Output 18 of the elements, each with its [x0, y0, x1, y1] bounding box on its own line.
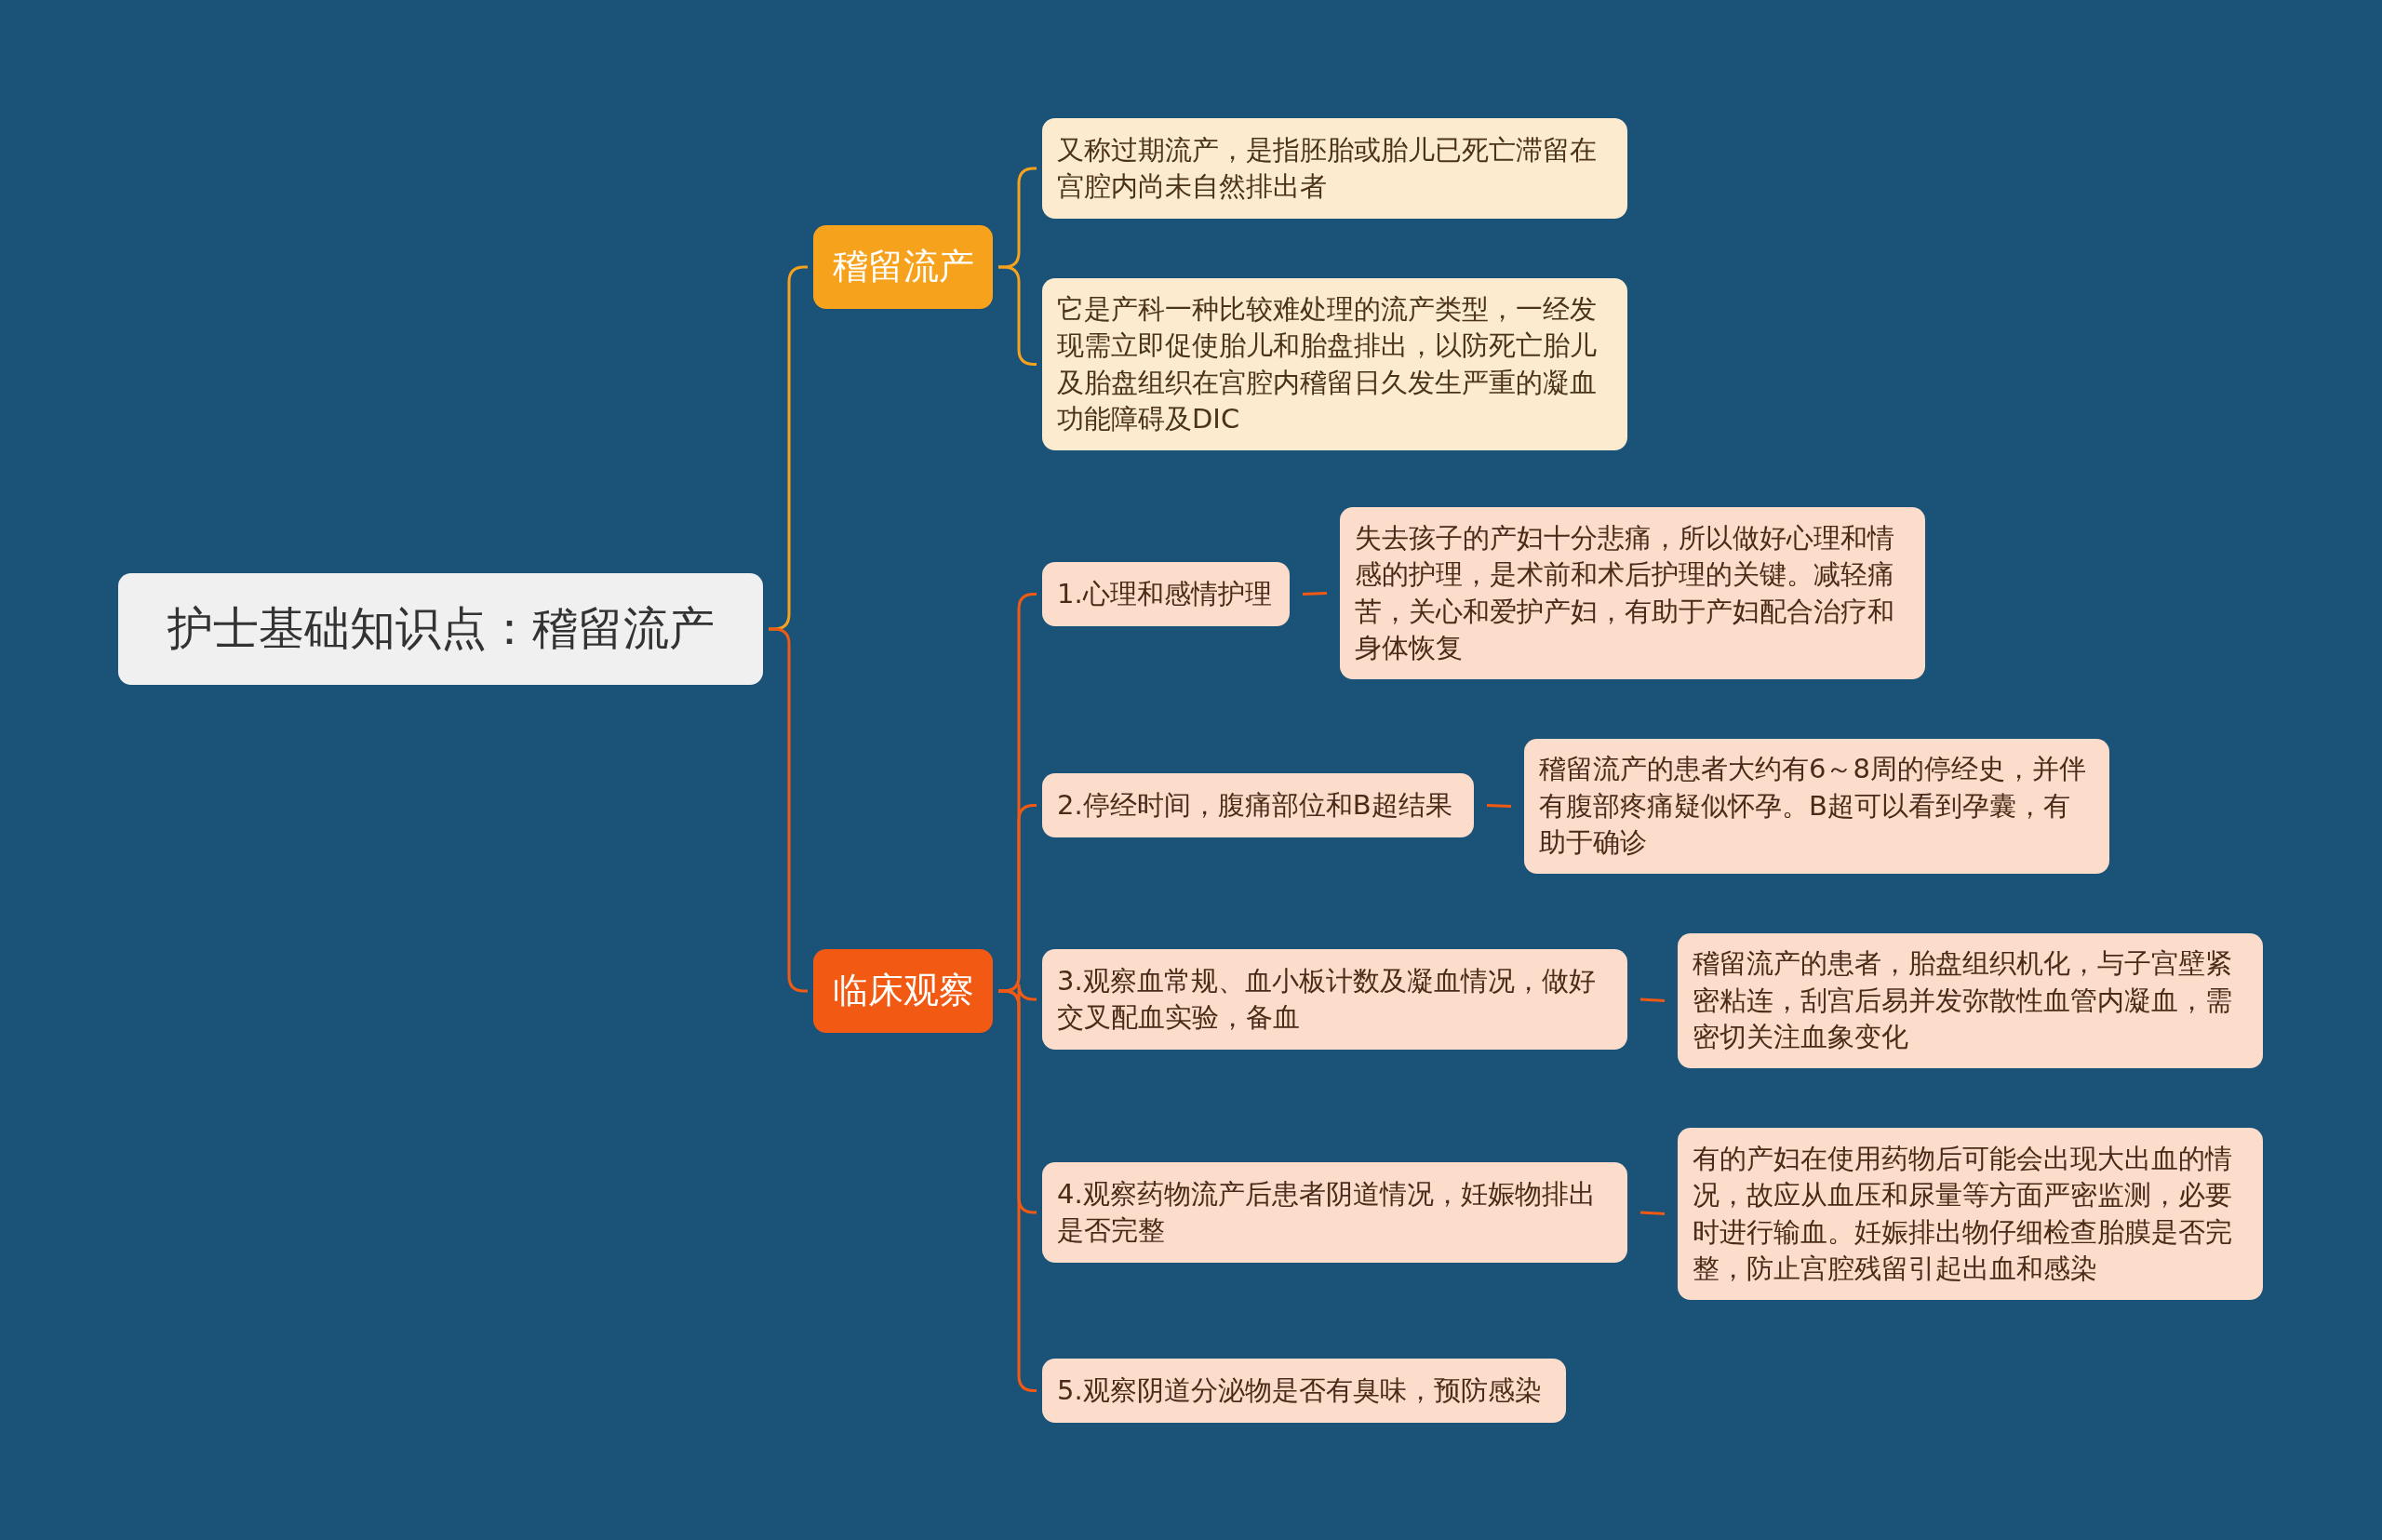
branch-topic-box: 稽留流产 — [813, 225, 993, 309]
connector-line — [1302, 592, 1328, 596]
text-box: 稽留流产的患者大约有6～8周的停经史，并伴有腹部疼痛疑似怀孕。B超可以看到孕囊，有助于确诊 — [1524, 739, 2109, 874]
connector-line — [1486, 804, 1512, 808]
root-topic-box: 护士基础知识点：稽留流产 — [118, 573, 763, 685]
text-box: 2.停经时间，腹痛部位和B超结果 — [1042, 773, 1474, 837]
branch-topic-box: 临床观察 — [813, 949, 993, 1033]
text-box: 5.观察阴道分泌物是否有臭味，预防感染 — [1042, 1359, 1566, 1423]
text-box: 有的产妇在使用药物后可能会出现大出血的情况，故应从血压和尿量等方面严密监测，必要时进行输血。妊娠排出物仔细检查胎膜是否完整，防止宫腔残留引起出血和感染 — [1678, 1128, 2263, 1300]
text-box: 4.观察药物流产后患者阴道情况，妊娠物排出是否完整 — [1042, 1162, 1627, 1263]
connector-line — [1639, 998, 1666, 1002]
text-box: 3.观察血常规、血小板计数及凝血情况，做好交叉配血实验，备血 — [1042, 949, 1627, 1050]
connector-line — [1639, 1211, 1666, 1215]
text-box: 1.心理和感情护理 — [1042, 562, 1290, 626]
text-box: 失去孩子的产妇十分悲痛，所以做好心理和情感的护理，是术前和术后护理的关键。减轻痛苦，关心和爱护产妇，有助于产妇配合治疗和身体恢复 — [1340, 507, 1925, 679]
text-box: 又称过期流产，是指胚胎或胎儿已死亡滞留在宫腔内尚未自然排出者 — [1042, 118, 1627, 219]
text-box: 它是产科一种比较难处理的流产类型，一经发现需立即促使胎儿和胎盘排出，以防死亡胎儿及胎盘组织在宫腔内稽留日久发生严重的凝血功能障碍及DIC — [1042, 278, 1627, 450]
text-box: 稽留流产的患者，胎盘组织机化，与子宫壁紧密粘连，刮宫后易并发弥散性血管内凝血，需密切关注血象变化 — [1678, 933, 2263, 1068]
